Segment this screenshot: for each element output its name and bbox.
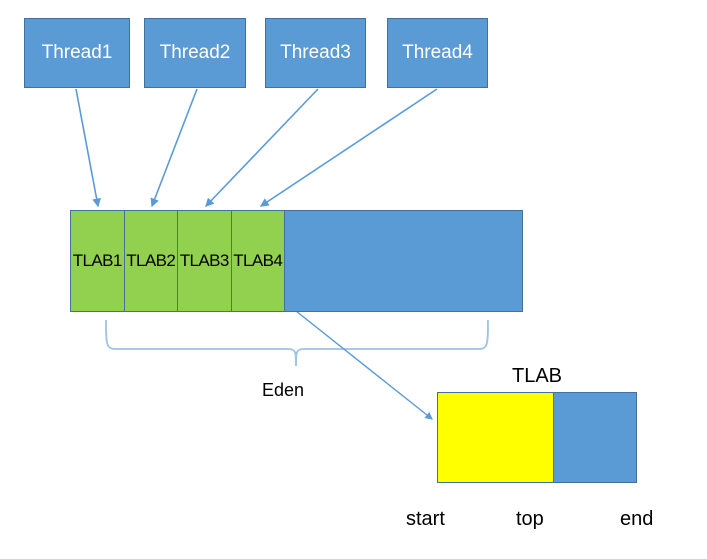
thread-box-2-label: Thread2 — [159, 42, 231, 63]
thread-box-1[interactable]: Thread1 — [24, 18, 130, 88]
arrow-thread1-to-tlab1 — [75, 88, 101, 208]
tlab-used-segment — [438, 393, 554, 482]
tlab-cell-2[interactable]: TLAB2 — [124, 211, 178, 311]
eden-region-bar: TLAB1 TLAB2 TLAB3 TLAB4 — [70, 210, 523, 312]
tlab-detail-box — [437, 392, 637, 483]
eden-free-space — [285, 211, 522, 311]
eden-brace — [105, 319, 489, 367]
tlab-cell-4[interactable]: TLAB4 — [231, 211, 285, 311]
tlab-detail-title: TLAB — [511, 365, 563, 387]
arrow-thread3-to-tlab3 — [205, 88, 319, 207]
tlab-cell-1-label: TLAB1 — [72, 251, 123, 270]
tlab-free-segment — [554, 393, 636, 482]
tlab-cell-3[interactable]: TLAB3 — [178, 211, 232, 311]
tlab-cell-1[interactable]: TLAB1 — [71, 211, 125, 311]
tlab-cell-2-label: TLAB2 — [126, 251, 176, 270]
tlab-cell-4-label: TLAB4 — [233, 251, 283, 270]
tlab-marker-end: end — [620, 508, 654, 530]
arrow-thread4-to-tlab4 — [259, 88, 438, 207]
tlab-marker-top: top — [516, 508, 544, 530]
eden-region-label: Eden — [262, 380, 305, 400]
arrow-thread2-to-tlab2 — [150, 88, 198, 208]
thread-box-2[interactable]: Thread2 — [144, 18, 246, 88]
tlab-marker-start: start — [406, 508, 445, 530]
thread-box-4-label: Thread4 — [402, 42, 473, 63]
tlab-cell-3-label: TLAB3 — [179, 251, 230, 270]
thread-box-3-label: Thread3 — [280, 42, 351, 63]
thread-box-4[interactable]: Thread4 — [387, 18, 488, 88]
thread-box-1-label: Thread1 — [41, 42, 113, 63]
thread-box-3[interactable]: Thread3 — [265, 18, 366, 88]
